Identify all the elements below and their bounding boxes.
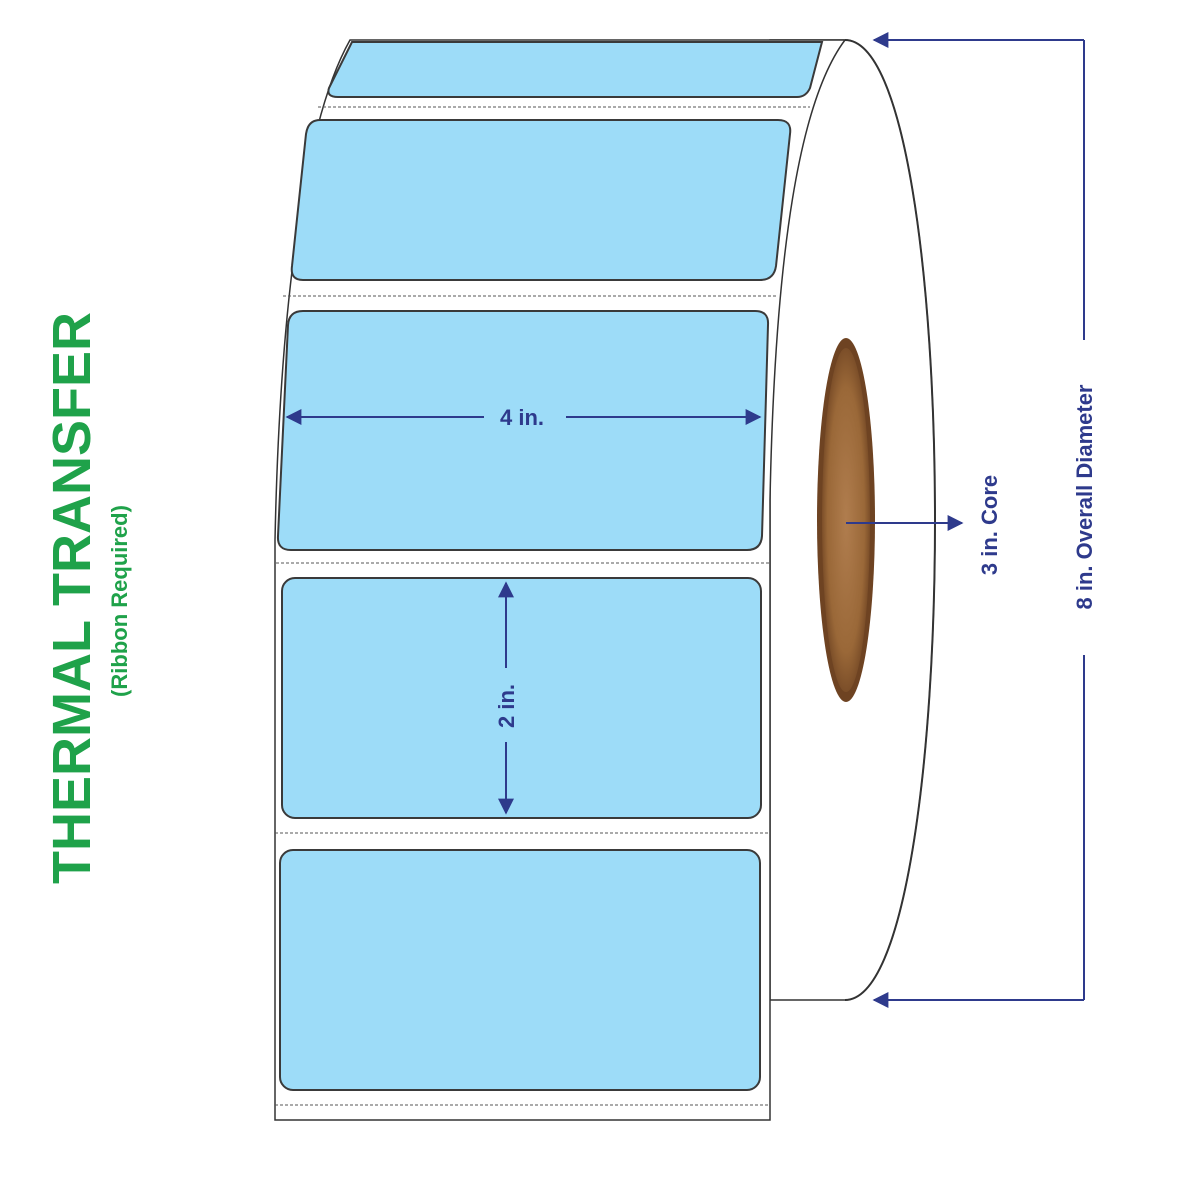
height-label: 2 in.: [494, 684, 519, 728]
title-main: THERMAL TRANSFER: [42, 312, 102, 884]
core-dimension: 3 in. Core: [846, 475, 1002, 575]
label-3: [276, 310, 770, 551]
width-dimension: 4 in.: [285, 405, 762, 430]
height-dimension: 2 in.: [494, 581, 519, 815]
width-label: 4 in.: [500, 405, 544, 430]
title-block: THERMAL TRANSFER (Ribbon Required): [42, 312, 132, 884]
label-2: [290, 119, 792, 281]
labels: [276, 41, 824, 1091]
core-label: 3 in. Core: [977, 475, 1002, 575]
roll-core: [817, 338, 875, 702]
diameter-label: 8 in. Overall Diameter: [1072, 384, 1097, 609]
label-4: [281, 577, 762, 819]
title-sub: (Ribbon Required): [107, 505, 132, 697]
diameter-dimension: 8 in. Overall Diameter: [872, 32, 1097, 1008]
label-5: [279, 849, 761, 1091]
label-1: [327, 41, 824, 98]
